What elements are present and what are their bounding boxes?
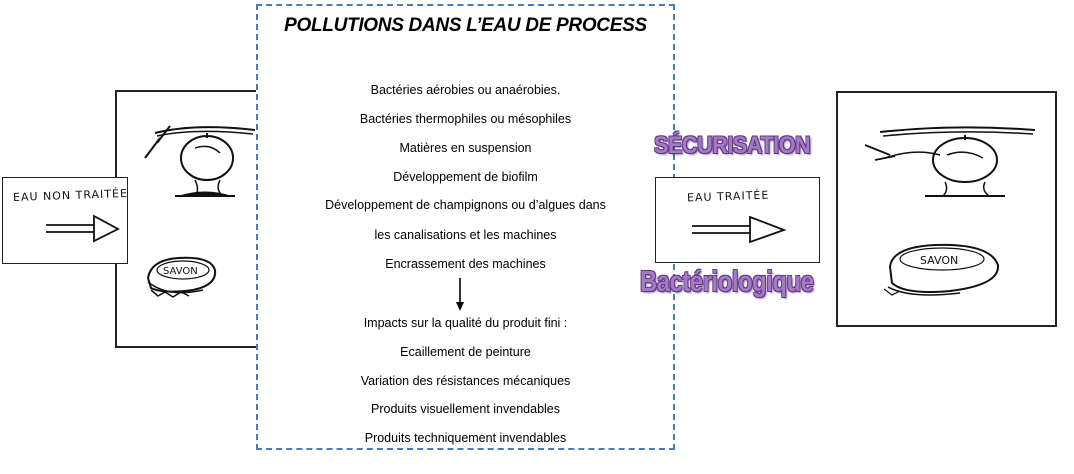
bacteriologique-label: Bactériologique xyxy=(640,266,814,298)
right-soap-drawing: SAVON xyxy=(883,243,1000,296)
pollution-item: Matières en suspension xyxy=(399,141,532,155)
right-arrow-drawing xyxy=(692,215,787,244)
impacts-heading: Impacts sur la qualité du produit fini : xyxy=(363,316,568,330)
left-arrow-drawing xyxy=(46,214,120,243)
left-arrow-box xyxy=(2,177,128,264)
left-soap-label: SAVON xyxy=(163,266,198,277)
right-sketch-frame xyxy=(836,91,1057,327)
right-helicopter-drawing xyxy=(864,126,1036,197)
impact-item: Produits visuellement invendables xyxy=(371,402,560,416)
left-soap-drawing: SAVON xyxy=(146,256,217,298)
pollution-item: Bactéries aérobies ou anaérobies. xyxy=(370,83,561,97)
impact-item: Produits techniquement invendables xyxy=(364,431,567,445)
pollution-panel: POLLUTIONS DANS L’EAU DE PROCESS Bactéri… xyxy=(256,4,675,450)
pollution-item: Développement de champignons ou d’algues… xyxy=(325,198,606,212)
pollution-item: les canalisations et les machines xyxy=(374,228,557,242)
pollution-item: Bactéries thermophiles ou mésophiles xyxy=(359,112,572,126)
right-arrow-box xyxy=(655,177,820,263)
down-arrow-icon xyxy=(456,278,464,311)
left-helicopter-drawing xyxy=(144,125,256,197)
impact-item: Variation des résistances mécaniques xyxy=(360,374,571,388)
impact-item: Ecaillement de peinture xyxy=(400,345,531,359)
securisation-label: SÉCURISATION xyxy=(654,132,811,159)
pollution-item: Encrassement des machines xyxy=(385,257,546,271)
right-soap-label: SAVON xyxy=(920,254,958,267)
panel-title: POLLUTIONS DANS L’EAU DE PROCESS xyxy=(284,15,647,36)
pollution-item: Développement de biofilm xyxy=(393,170,538,184)
